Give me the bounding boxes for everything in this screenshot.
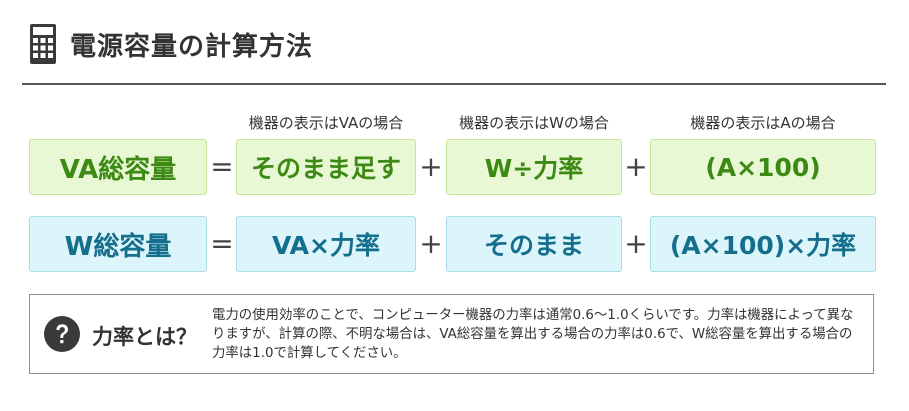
power-factor-info-panel: 力率とは？ 電力の使用効率のことで、コンピューター機器の力率は通常0.6〜1.0… <box>29 294 874 374</box>
caption-va-case: 機器の表示はVAの場合 <box>248 114 404 132</box>
w-from-w-box: そのまま <box>446 216 622 272</box>
va-total-label: VA総容量 <box>29 139 207 195</box>
va-from-a-box: (A×100) <box>650 139 876 195</box>
plus-sign: + <box>419 227 443 260</box>
power-factor-description: 電力の使用効率のことで、コンピューター機器の力率は通常0.6〜1.0くらいです。… <box>212 308 854 361</box>
calculator-icon <box>30 24 56 64</box>
w-total-label: W総容量 <box>29 216 207 272</box>
w-from-a-box: (A×100)×力率 <box>650 216 876 272</box>
page-title: 電源容量の計算方法 <box>70 31 314 62</box>
header-divider <box>22 83 886 85</box>
va-from-w-box: W÷力率 <box>446 139 622 195</box>
w-from-va-box: VA×力率 <box>236 216 416 272</box>
caption-w-case: 機器の表示はWの場合 <box>459 114 609 132</box>
plus-sign: + <box>419 150 443 183</box>
va-from-va-box: そのまま足す <box>236 139 416 195</box>
caption-a-case: 機器の表示はAの場合 <box>690 114 836 132</box>
power-factor-heading: 力率とは？ <box>92 325 197 349</box>
equals-sign: = <box>210 227 234 260</box>
header: 電源容量の計算方法 <box>30 24 313 64</box>
plus-sign: + <box>624 150 648 183</box>
equals-sign: = <box>210 150 234 183</box>
question-icon <box>44 316 80 352</box>
plus-sign: + <box>624 227 648 260</box>
